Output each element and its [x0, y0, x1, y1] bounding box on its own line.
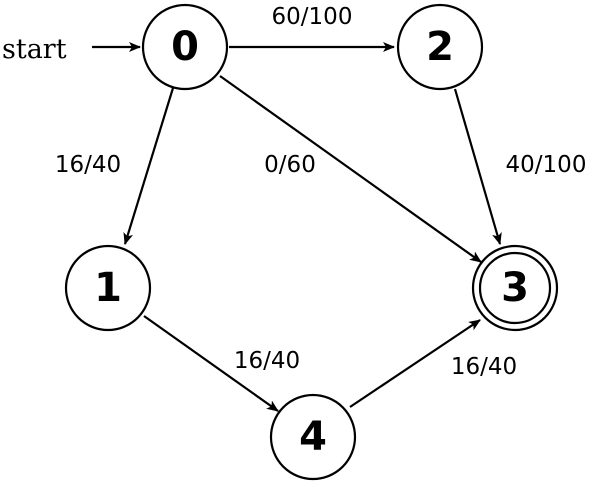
edge-label-0-1: 16/40	[55, 152, 121, 178]
edge-0-1	[123, 87, 175, 245]
edge-4-3	[349, 319, 481, 408]
node-0-label: 0	[171, 24, 199, 70]
edge-2-3	[453, 88, 502, 245]
node-2-circle	[396, 3, 484, 91]
node-0-circle	[141, 3, 229, 91]
edge-1-4	[143, 315, 279, 412]
node-4-label: 4	[299, 414, 327, 460]
edge-0-3	[219, 75, 482, 263]
node-0: 0	[141, 3, 229, 91]
node-1-label: 1	[94, 265, 122, 311]
start-label: start	[2, 34, 67, 65]
node-1: 1	[64, 244, 152, 332]
node-4: 4	[269, 393, 357, 481]
node-3: 3	[471, 244, 559, 332]
edge-label-4-3: 16/40	[451, 354, 517, 380]
node-2-label: 2	[426, 24, 454, 70]
node-3-label: 3	[501, 265, 529, 311]
node-4-circle	[269, 393, 357, 481]
edge-label-1-4: 16/40	[234, 348, 300, 374]
edge-label-0-2: 60/100	[272, 4, 353, 30]
node-2: 2	[396, 3, 484, 91]
node-1-circle	[64, 244, 152, 332]
edges	[123, 42, 502, 412]
edge-label-0-3: 0/60	[264, 152, 316, 178]
edge-labels: 60/100 16/40 0/60 40/100 16/40 16/40	[55, 4, 587, 380]
edge-label-2-3: 40/100	[506, 152, 587, 178]
node-3-inner-circle	[478, 251, 552, 325]
